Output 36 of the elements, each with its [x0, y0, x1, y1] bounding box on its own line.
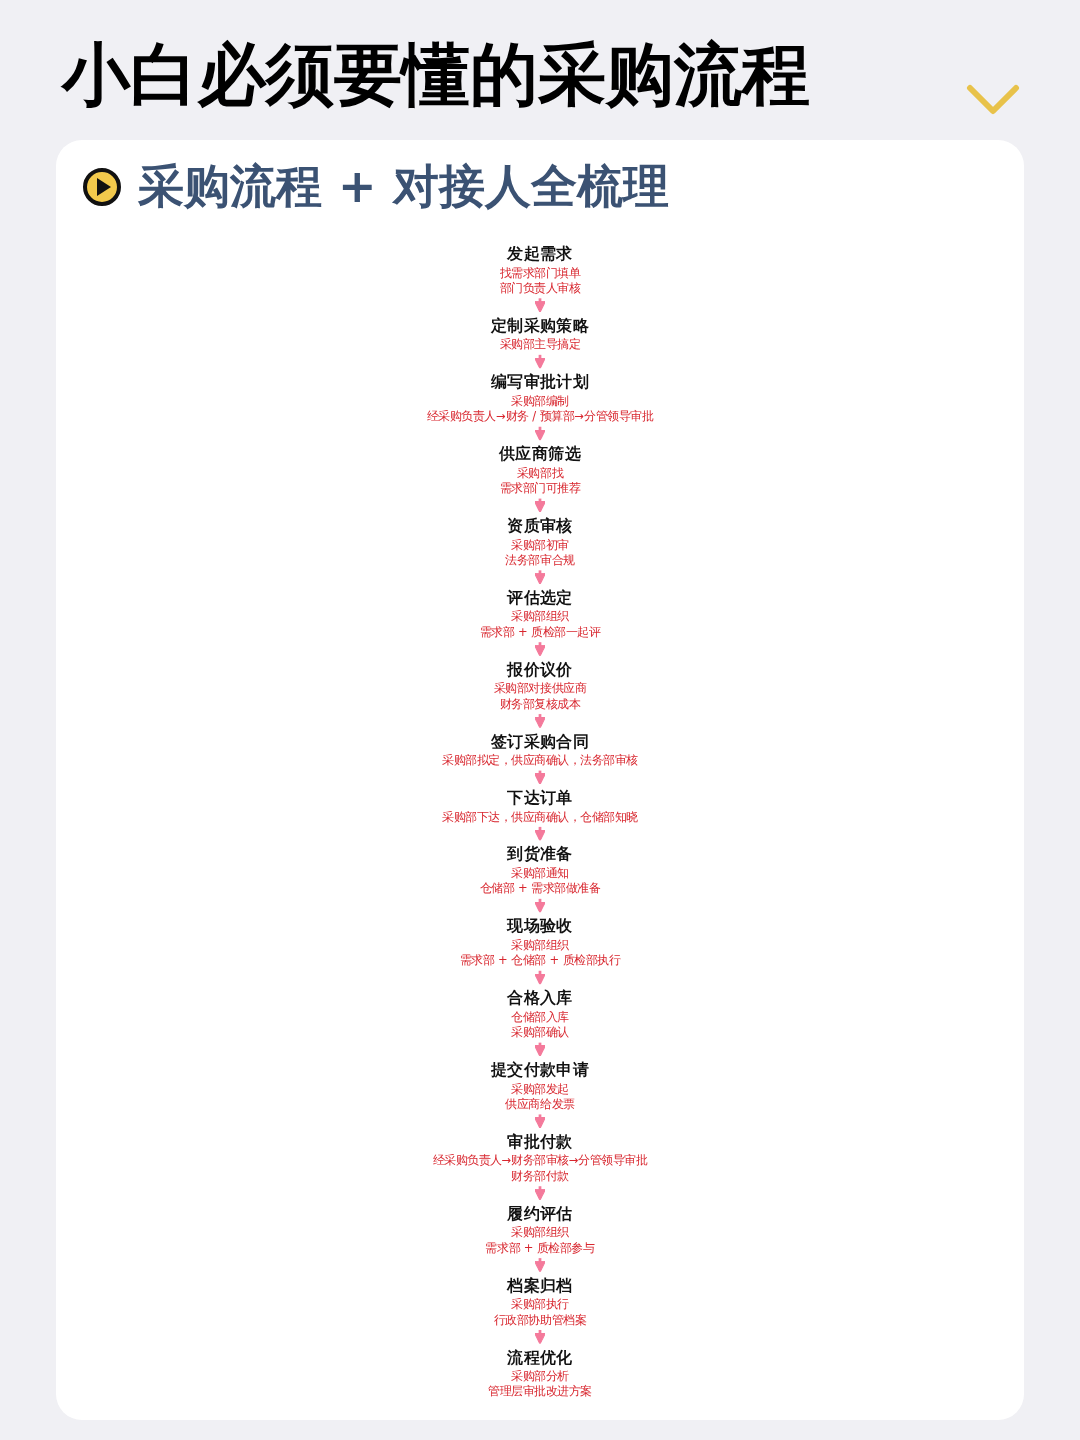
arrow — [533, 770, 547, 785]
node-text: 提交付款申请 采购部发起 供应商给发票 — [490, 1059, 590, 1111]
arrow — [533, 1185, 547, 1201]
arrow — [533, 713, 547, 729]
node-text: 档案归档 采购部执行 行政部协助管档案 — [493, 1275, 587, 1327]
node-text: 发起需求 找需求部门填单 部门负责人审核 — [499, 243, 581, 295]
arrow — [533, 1257, 547, 1273]
arrow — [533, 354, 547, 370]
card-background: 采购流程 + 对接人全梳理 发起需求 找需求部门填单 部门负责人审核 定制采购策略 采购部主导搞定 编写审批计划 采购部编制 经采购负责人→财务 / 预算部→分管领导审批 供应商筛选 采购部找 需求部门可推荐 资质审核 采购部初审 法务部审合规 评估选定 采购部组织 需求部 + 质检部一起评 报价议价 采购部对接供应商 财务部复核成本 签订采购合同 采购部拟定，供应商确认，法务部审核 下达订单 采购部下达，供应商确认，仓储部知晓 到货准备 采购部通知 仓储部 + 需求部做准备 现场验收 采购部组织 需求部 + 仓储部 + 质检部执行 合格入库 仓储部入库 采购部确认 提交付款申请 采购部发起 供应商给发票 审批付款 经采购负责人→财务部审核→分管领导审批 财务部付款 履约评估 采购部组织 需求部 + 质检部参与 档案归档 采购部执行 行政部协助管档案 流程优化 采购部分析 管理层审批改进方案 — [56, 140, 1024, 1420]
arrow — [533, 826, 547, 842]
arrow — [533, 498, 547, 513]
node-text: 资质审核 采购部初审 法务部审合规 — [505, 515, 575, 567]
node-text: 现场验收 采购部组织 需求部 + 仓储部 + 质检部执行 — [459, 915, 621, 967]
arrow — [533, 898, 547, 914]
arrow — [533, 1042, 547, 1057]
arrow — [533, 570, 547, 585]
arrow — [533, 970, 547, 986]
node-text: 履约评估 采购部组织 需求部 + 质检部参与 — [485, 1203, 595, 1255]
arrow — [533, 426, 547, 442]
title: 小白必须要懂的采购流程 — [62, 34, 810, 116]
node-text: 流程优化 采购部分析 管理层审批改进方案 — [488, 1347, 592, 1399]
arrow — [533, 1329, 547, 1345]
node-text: 下达订单 采购部下达，供应商确认，仓储部知晓 — [442, 787, 638, 824]
node-text: 定制采购策略 采购部主导搞定 — [490, 315, 590, 351]
node-text: 合格入库 仓储部入库 采购部确认 — [507, 987, 573, 1039]
node-text: 到货准备 采购部通知 仓储部 + 需求部做准备 — [479, 844, 601, 895]
node-text: 签订采购合同 采购部拟定，供应商确认，法务部审核 — [442, 731, 638, 767]
node-text: 编写审批计划 采购部编制 经采购负责人→财务 / 预算部→分管领导审批 — [426, 371, 654, 423]
node-text: 评估选定 采购部组织 需求部 + 质检部一起评 — [479, 587, 601, 639]
subheading: 采购流程 + 对接人全梳理 — [138, 158, 669, 215]
node-text: 供应商筛选 采购部找 需求部门可推荐 — [498, 443, 582, 495]
node-text: 报价议价 采购部对接供应商 财务部复核成本 — [493, 659, 587, 711]
arrow — [533, 1114, 547, 1129]
arrow — [533, 641, 547, 657]
node-text: 审批付款 经采购负责人→财务部审核→分管领导审批 财务部付款 — [432, 1131, 648, 1183]
arrow — [533, 298, 547, 313]
